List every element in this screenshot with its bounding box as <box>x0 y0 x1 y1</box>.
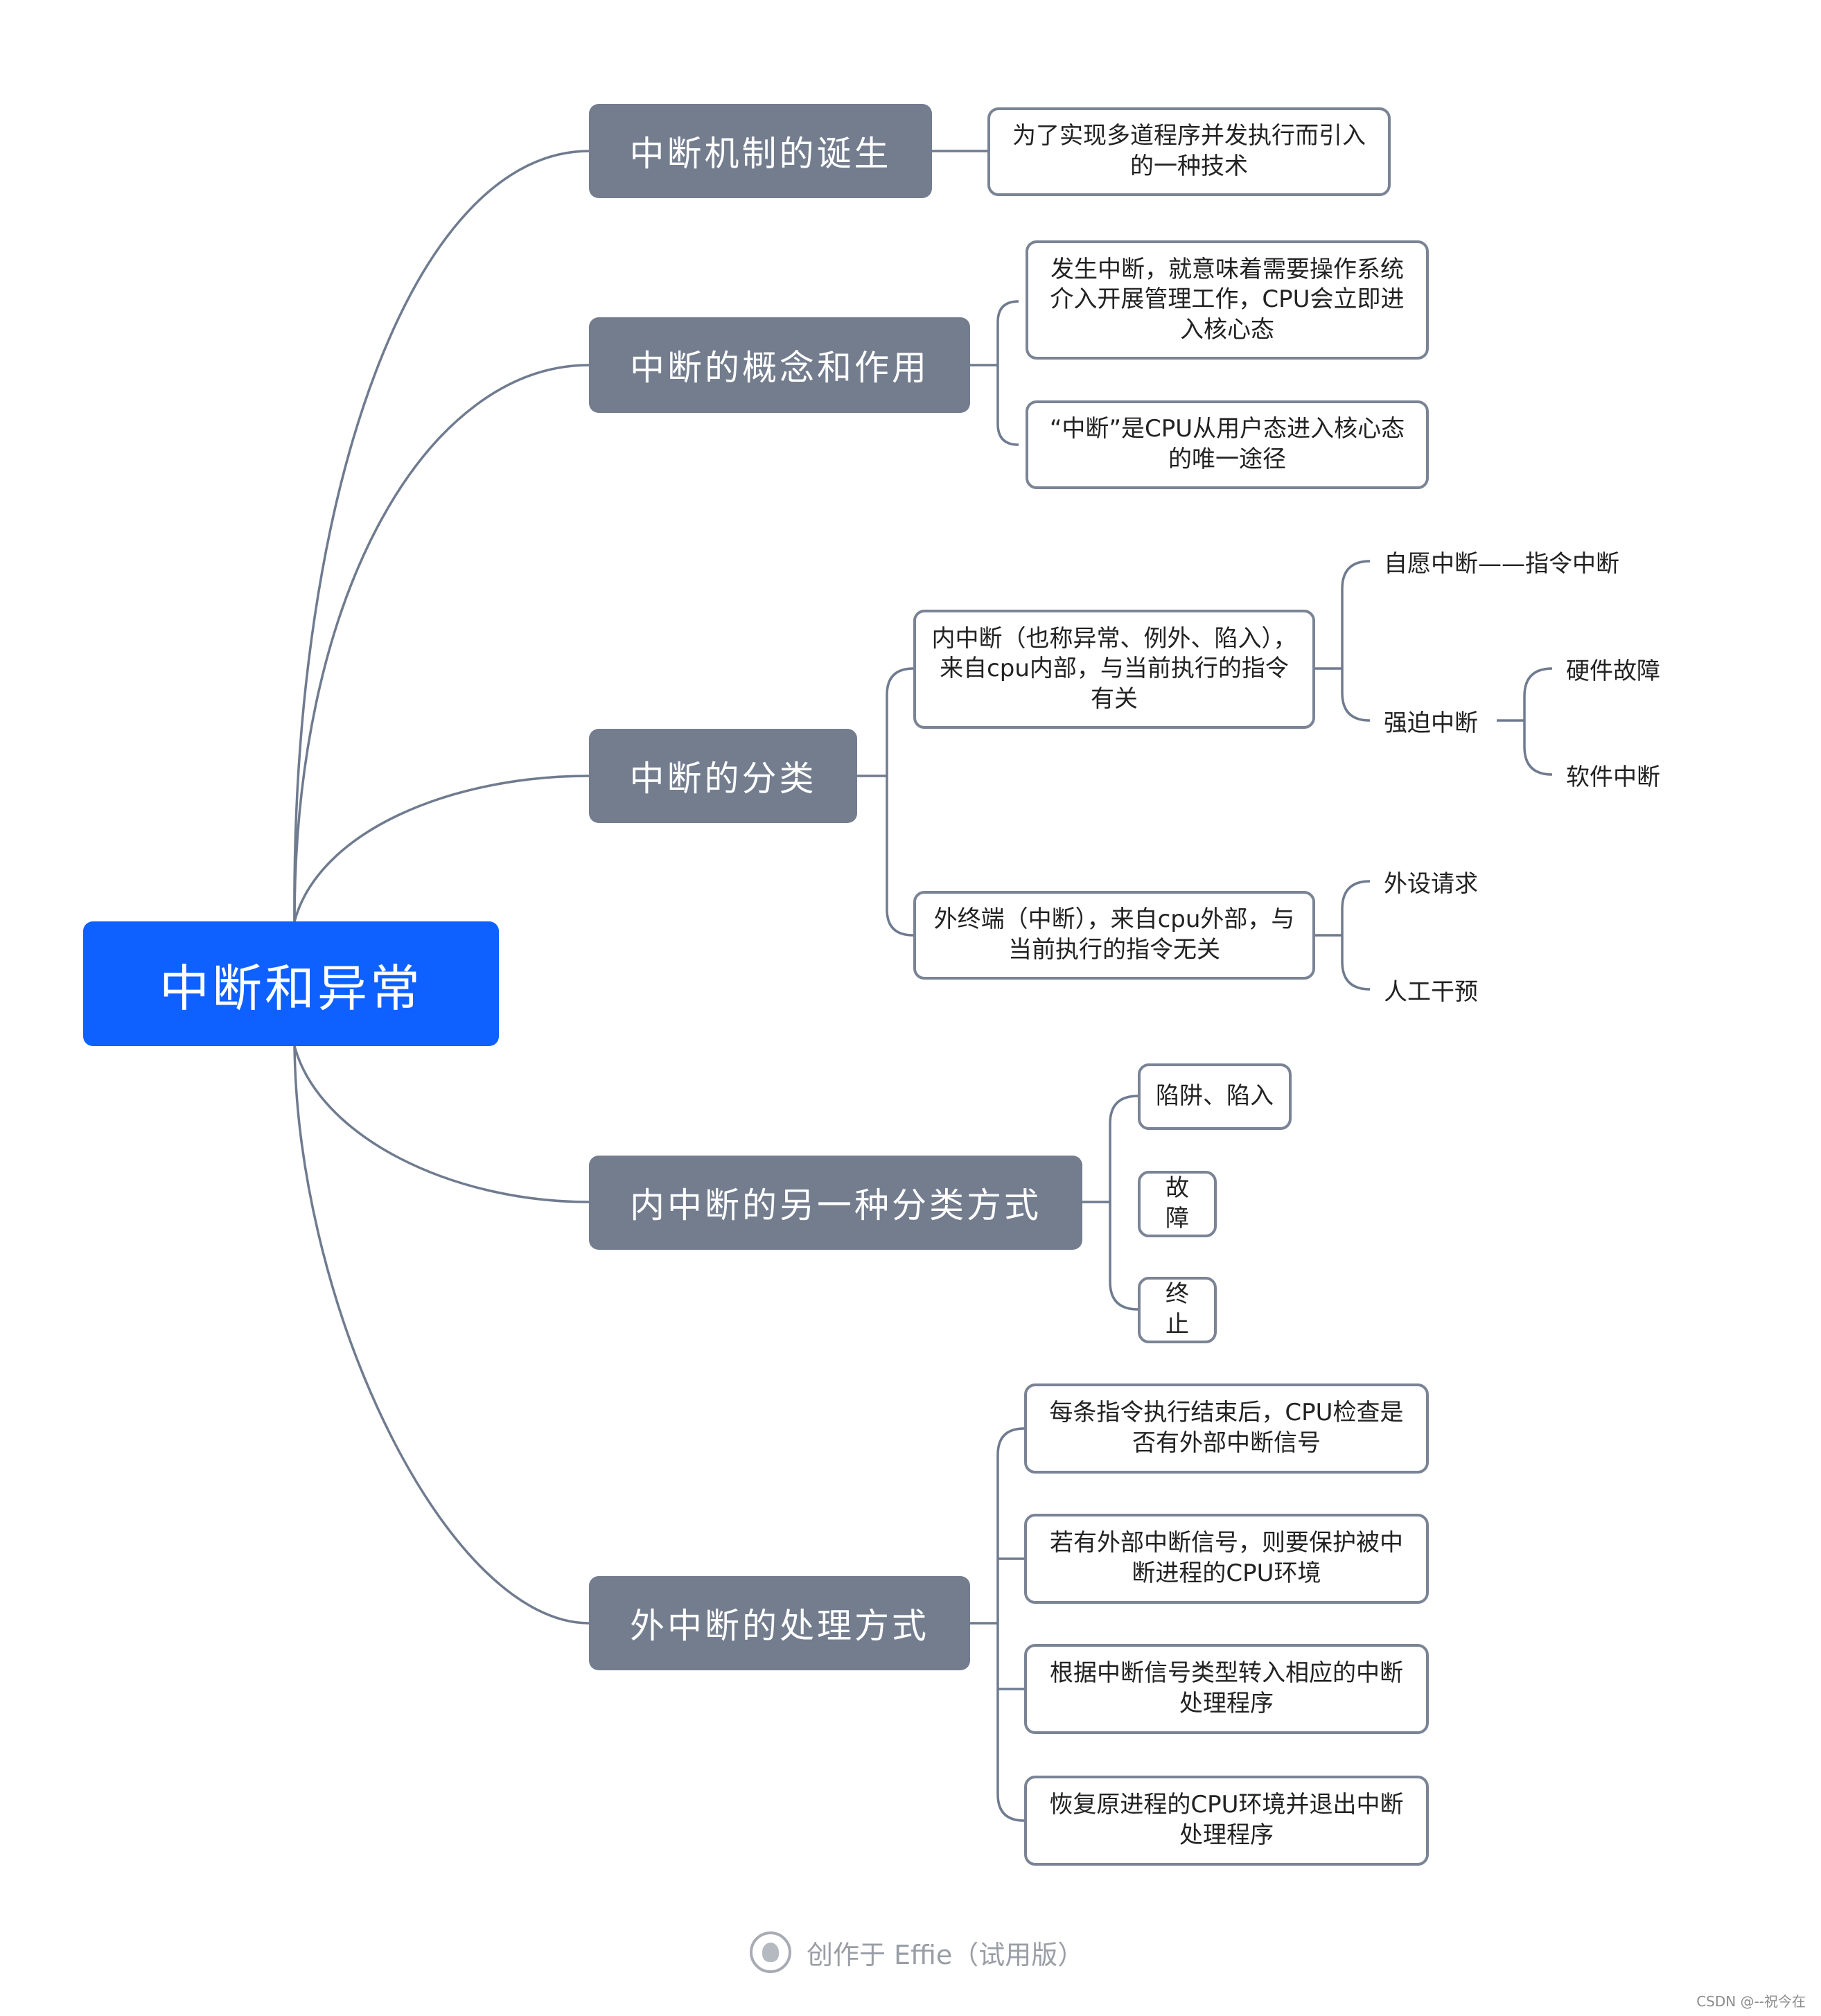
floating-topic[interactable]: 软件中断 <box>1566 763 1660 791</box>
subtopic-node[interactable]: 发生中断，就意味着需要操作系统介入开展管理工作，CPU会立即进入核心态 <box>1026 240 1429 360</box>
connector <box>293 775 590 922</box>
branch-5-topic[interactable]: 外中断的处理方式 <box>589 1576 970 1670</box>
subtopic-node[interactable]: 外终端（中断），来自cpu外部，与当前执行的指令无关 <box>913 891 1315 980</box>
connector <box>996 1427 1025 1822</box>
floating-topic[interactable]: 人工干预 <box>1384 978 1478 1006</box>
subtopic-node[interactable]: 陷阱、陷入 <box>1138 1063 1292 1130</box>
root-topic[interactable]: 中断和异常 <box>83 921 499 1046</box>
connector <box>1341 880 1371 991</box>
subtopic-node[interactable]: 终止 <box>1138 1277 1217 1343</box>
connector <box>293 150 590 922</box>
floating-topic[interactable]: 强迫中断 <box>1384 709 1478 737</box>
connector <box>1109 1095 1138 1311</box>
source-credit: CSDN @--祝今在 <box>1696 1993 1806 2010</box>
watermark: 创作于 Effie（试用版） <box>750 1931 1084 1973</box>
branch-4-topic[interactable]: 内中断的另一种分类方式 <box>589 1156 1082 1250</box>
subtopic-node[interactable]: 恢复原进程的CPU环境并退出中断处理程序 <box>1024 1776 1429 1866</box>
connector <box>293 1045 590 1625</box>
subtopic-node[interactable]: 每条指令执行结束后，CPU检查是否有外部中断信号 <box>1024 1383 1429 1474</box>
branch-3-topic[interactable]: 中断的分类 <box>589 729 857 823</box>
connector <box>293 364 590 922</box>
subtopic-node[interactable]: “中断”是CPU从用户态进入核心态的唯一途径 <box>1026 400 1429 489</box>
subtopic-node[interactable]: 故障 <box>1138 1171 1217 1237</box>
floating-topic[interactable]: 自愿中断——指令中断 <box>1384 549 1619 578</box>
branch-2-topic[interactable]: 中断的概念和作用 <box>589 317 970 413</box>
subtopic-node[interactable]: 根据中断信号类型转入相应的中断处理程序 <box>1024 1644 1429 1734</box>
connector <box>293 1045 590 1203</box>
subtopic-node[interactable]: 若有外部中断信号，则要保护被中断进程的CPU环境 <box>1024 1514 1429 1604</box>
connector <box>1341 560 1371 722</box>
avatar-icon <box>750 1931 791 1973</box>
connector <box>886 667 914 937</box>
subtopic-node[interactable]: 为了实现多道程序并发执行而引入的一种技术 <box>987 107 1391 196</box>
connector <box>1523 667 1553 776</box>
floating-topic[interactable]: 外设请求 <box>1384 869 1478 898</box>
watermark-text: 创作于 Effie（试用版） <box>807 1939 1084 1970</box>
floating-topic[interactable]: 硬件故障 <box>1566 657 1660 685</box>
subtopic-node[interactable]: 内中断（也称异常、例外、陷入），来自cpu内部，与当前执行的指令有关 <box>913 610 1315 729</box>
connector <box>996 300 1019 446</box>
branch-1-topic[interactable]: 中断机制的诞生 <box>589 104 932 198</box>
